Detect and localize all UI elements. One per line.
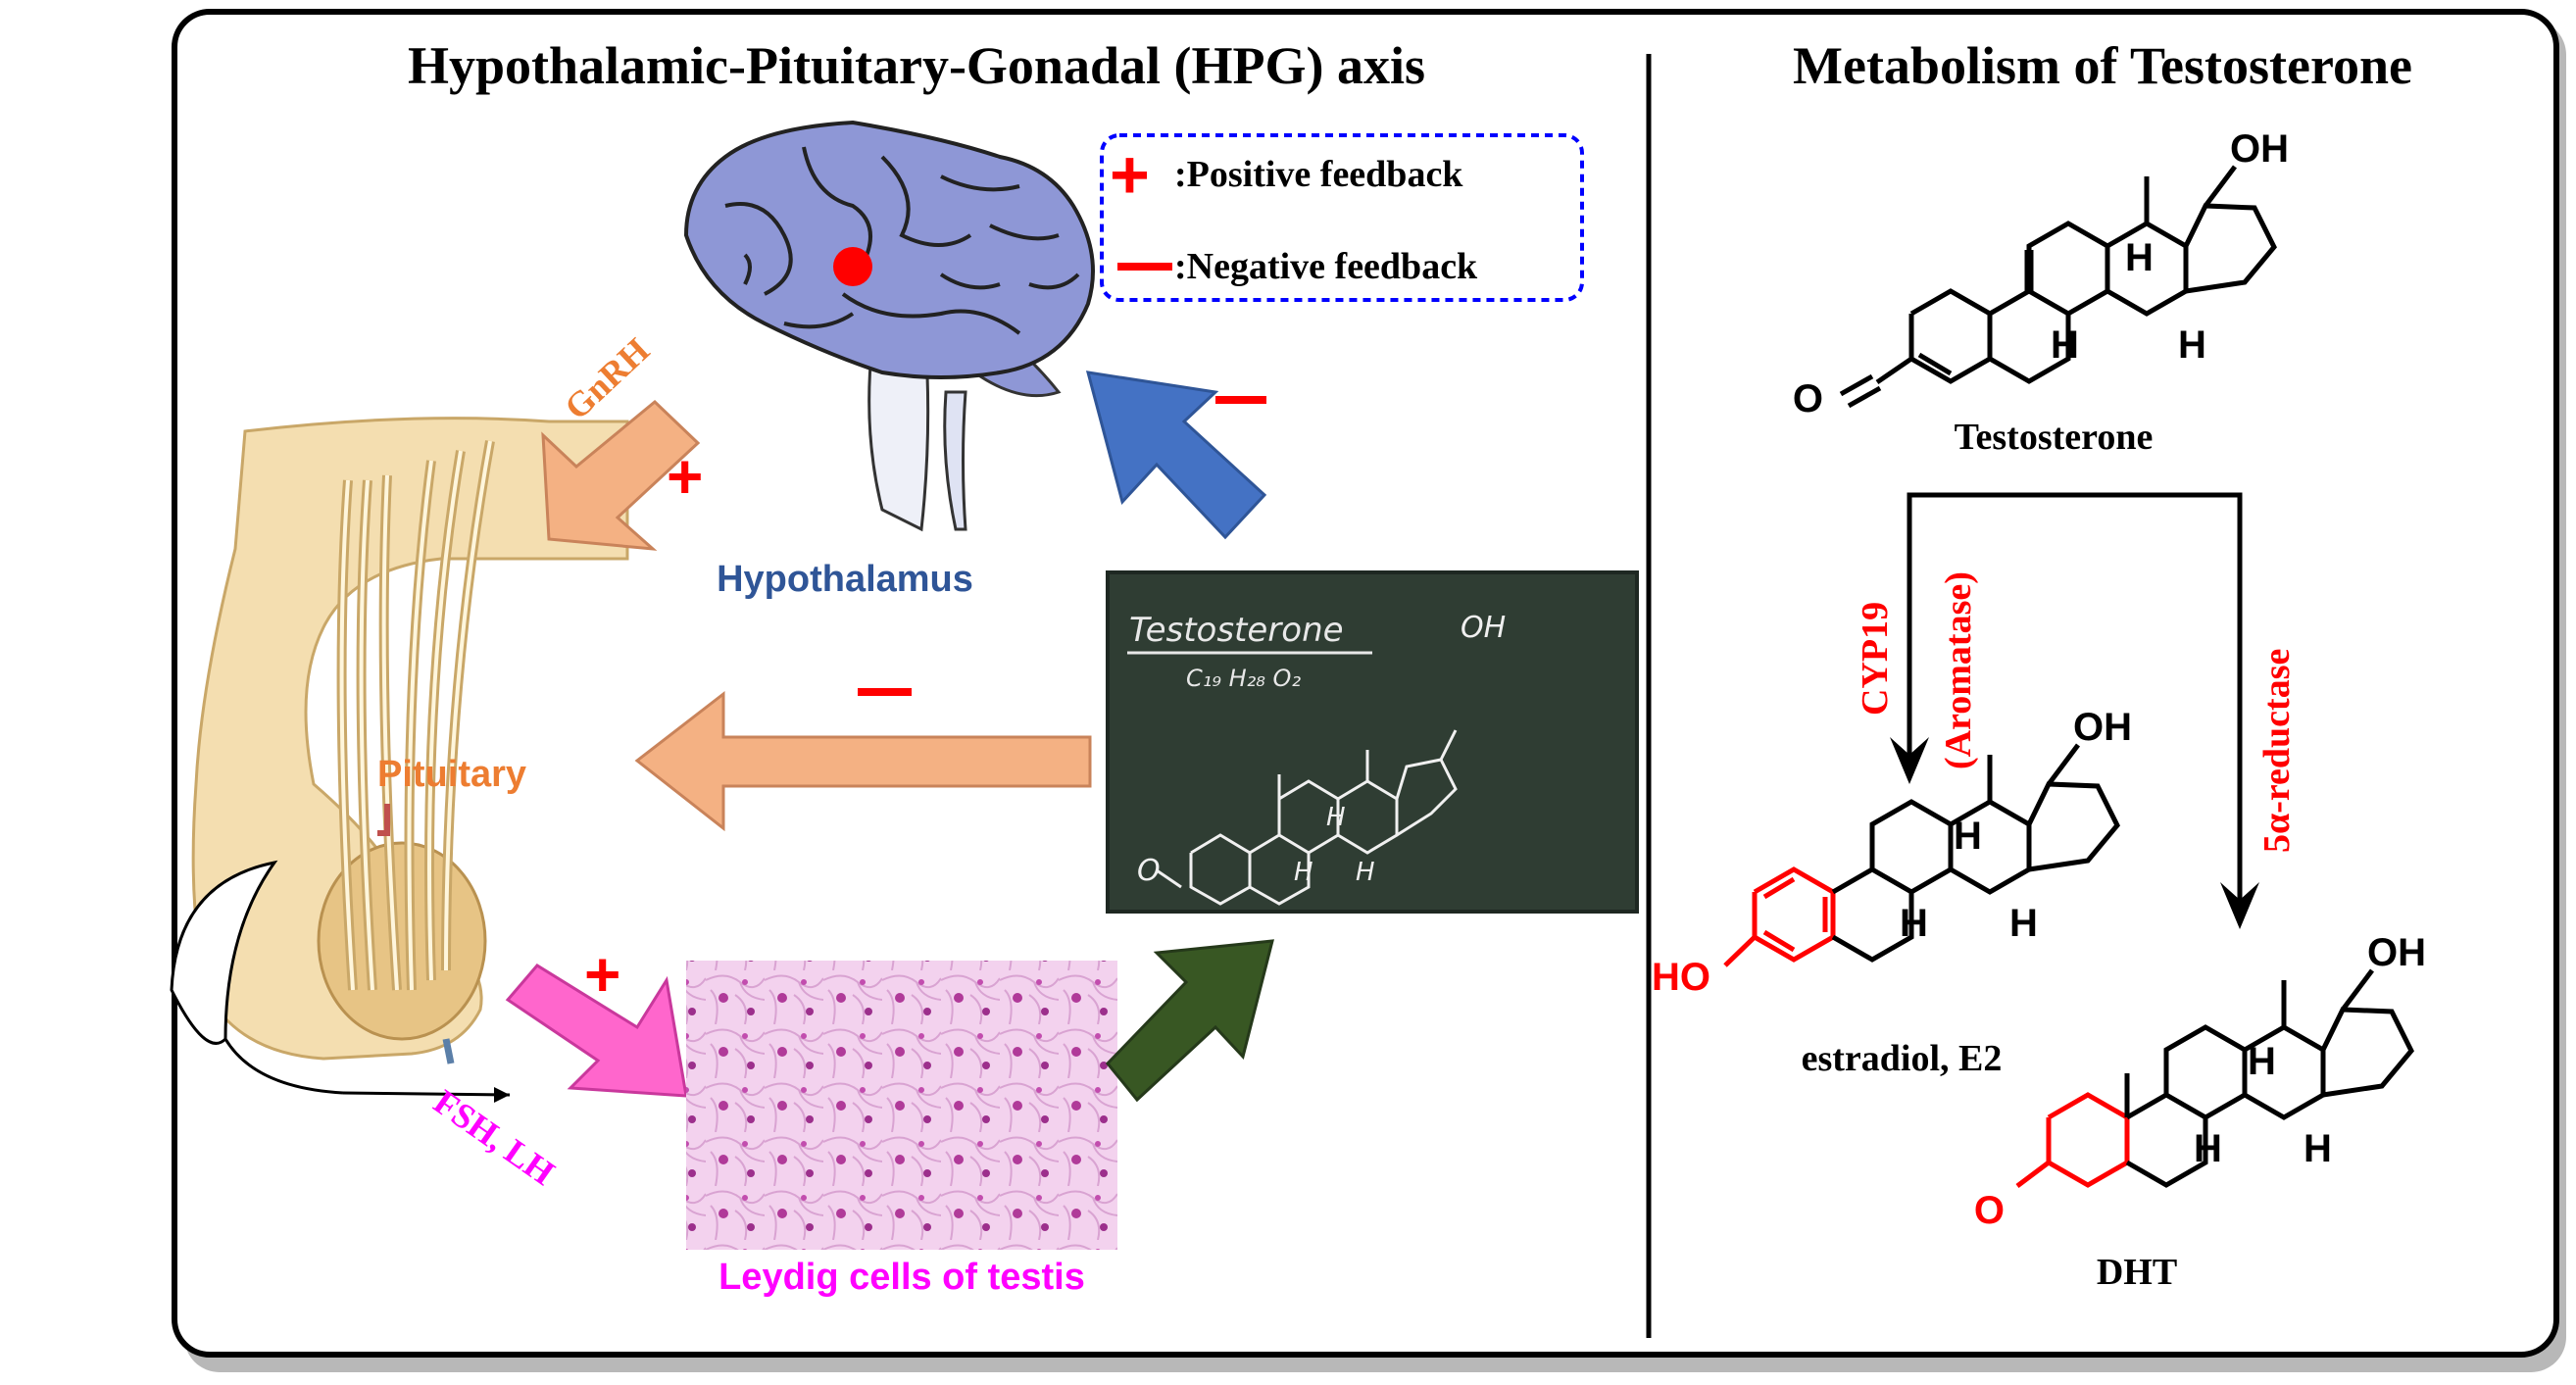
pituitary-illustration (170, 417, 629, 1103)
estradiol-name: estradiol, E2 (1802, 1038, 2003, 1079)
blackboard-oh: OH (1461, 611, 1506, 645)
right-panel-title: Metabolism of Testosterone (1793, 36, 2412, 95)
legend-box (1100, 133, 1584, 302)
estradiol-structure: HO OH H H H (1652, 706, 2132, 999)
negative-feedback-arrow-pituitary (634, 690, 1092, 832)
brain-illustration (683, 120, 1095, 532)
legend-negative-label: :Negative feedback (1174, 246, 1478, 287)
legend-positive-symbol: + (1110, 136, 1150, 213)
dht-h1: H (2248, 1040, 2276, 1083)
gnrh-positive-sign: + (667, 441, 703, 512)
estradiol-h1: H (1954, 815, 1982, 858)
blackboard-o: O (1137, 854, 1161, 888)
fsh-lh-arrow (505, 964, 688, 1098)
enzyme-aromatase: (Aromatase) (1938, 571, 1979, 769)
testosterone-structure: O OH H H H (1793, 127, 2289, 420)
estradiol-h2: H (1900, 902, 1928, 945)
hypothalamus-label: Hypothalamus (717, 559, 973, 600)
legend-positive-label: :Positive feedback (1174, 154, 1463, 195)
blackboard-h3: H (1356, 858, 1375, 887)
pathway-lines (1907, 492, 2243, 902)
testosterone-h3: H (2178, 323, 2206, 367)
enzyme-cyp19: CYP19 (1855, 602, 1896, 716)
negative-feedback-arrow-hypothalamus (1085, 371, 1267, 540)
fsh-lh-positive-sign: + (584, 939, 620, 1010)
estradiol-ho: HO (1652, 956, 1710, 999)
dht-o: O (1974, 1189, 2005, 1232)
blackboard-h1: H (1326, 803, 1346, 832)
leydig-cells-image (686, 961, 1117, 1250)
blackboard-title: Testosterone (1129, 611, 1344, 650)
blackboard-formula: C₁₉ H₂₈ O₂ (1186, 665, 1301, 692)
testosterone-oh: OH (2230, 127, 2289, 171)
testosterone-name: Testosterone (1955, 417, 2154, 458)
estradiol-oh: OH (2073, 706, 2132, 749)
blackboard-h2: H (1294, 858, 1313, 887)
dht-name: DHT (2097, 1252, 2177, 1293)
gnrh-arrow (541, 399, 701, 551)
testosterone-h2: H (2051, 323, 2079, 367)
estradiol-h3: H (2009, 902, 2038, 945)
pituitary-label: Pituitary (377, 754, 526, 795)
aromatase-arrowhead (1890, 737, 1929, 784)
dht-h3: H (2304, 1127, 2332, 1170)
testosterone-h1: H (2125, 236, 2154, 279)
dht-oh: OH (2367, 931, 2426, 974)
testosterone-blackboard: Testosterone C₁₉ H₂₈ O₂ O OH H H H (1106, 570, 1639, 914)
reductase-arrowhead (2220, 882, 2259, 929)
testosterone-o: O (1793, 377, 1823, 420)
dht-structure: O OH H H H (1974, 931, 2426, 1232)
leydig-label: Leydig cells of testis (718, 1257, 1085, 1298)
enzyme-5a-reductase: 5α-reductase (2256, 649, 2298, 853)
left-panel-title: Hypothalamic-Pituitary-Gonadal (HPG) axi… (408, 36, 1425, 95)
dht-h2: H (2194, 1127, 2222, 1170)
testosterone-production-arrow (1105, 939, 1274, 1103)
